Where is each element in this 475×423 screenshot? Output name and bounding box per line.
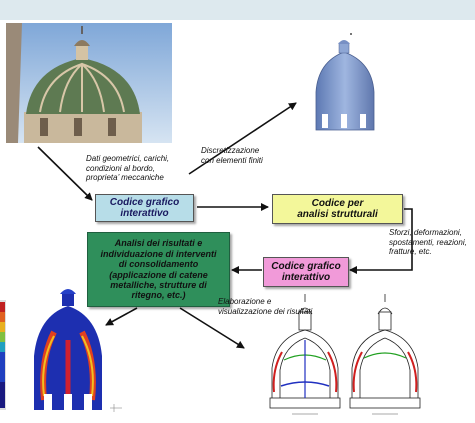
box-analisi-risultati: Analisi dei risultati e individuazione d… <box>87 232 230 307</box>
crack-pattern-sections <box>269 294 421 415</box>
note-discretizzazione-line-2: con elementi finiti <box>201 155 263 165</box>
note-sforzi-line-1: Sforzi, deformazioni, <box>389 228 462 237</box>
box-analisi-line-1: Analisi dei risultati e <box>114 238 203 249</box>
note-sforzi: Sforzi, deformazioni, spostamenti, reazi… <box>389 228 467 257</box>
top-band <box>0 0 475 20</box>
box-codice-grafico-2-line-2: interattivo <box>281 272 331 283</box>
arrow-code-to-mesh <box>188 102 297 175</box>
box-analisi-line-5: metalliche, strutture di <box>110 279 207 290</box>
box-codice-analisi-line-2: analisi strutturali <box>297 209 378 220</box>
arrow-results-to-sections <box>179 307 245 349</box>
box-analisi-line-3: di consolidamento <box>118 259 199 270</box>
note-sforzi-line-2: spostamenti, reazioni, <box>389 237 467 247</box>
note-discretizzazione-line-1: Discretizzazione <box>201 146 260 155</box>
box-codice-grafico-2-line-1: Codice grafico <box>271 260 341 272</box>
note-elaborazione-line-1: Elaborazione e <box>218 297 272 306</box>
note-dati-line-3: proprieta’ meccaniche <box>86 173 164 183</box>
box-analisi-line-2: individuazione di interventi <box>100 248 217 259</box>
box-codice-grafico-1-line-2: interattivo <box>120 208 169 219</box>
box-codice-grafico-2: Codice grafico interattivo <box>263 257 349 287</box>
note-sforzi-line-3: fratture, etc. <box>389 247 432 257</box>
box-codice-grafico-1-line-1: Codice grafico <box>109 196 180 208</box>
stress-contour-dome <box>0 289 122 412</box>
note-discretizzazione: Discretizzazione con elementi finiti <box>201 146 263 165</box>
arrow-results-to-contour <box>105 307 138 326</box>
dome-photo <box>6 23 172 143</box>
box-analisi-line-4: (applicazione di catene <box>109 269 208 280</box>
arrow-photo-to-code <box>37 146 93 201</box>
note-elaborazione: Elaborazione e visualizzazione dei risul… <box>218 297 312 316</box>
note-dati: Dati geometrici, carichi, condizioni al … <box>86 154 169 183</box>
flow-arrows <box>37 102 413 349</box>
box-analisi-line-6: ritegno, etc.) <box>131 290 186 301</box>
note-dati-line-2: condizioni al bordo, <box>86 163 155 173</box>
note-elaborazione-line-2: visualizzazione dei risultati <box>218 306 313 316</box>
box-codice-grafico-1: Codice grafico interattivo <box>95 194 194 222</box>
note-dati-line-1: Dati geometrici, carichi, <box>86 154 170 163</box>
box-codice-analisi: Codice per analisi strutturali <box>272 194 403 224</box>
box-codice-analisi-line-1: Codice per <box>311 197 364 209</box>
arrow-analysis-to-graphic <box>349 208 413 274</box>
dome-mesh-model <box>315 33 375 131</box>
